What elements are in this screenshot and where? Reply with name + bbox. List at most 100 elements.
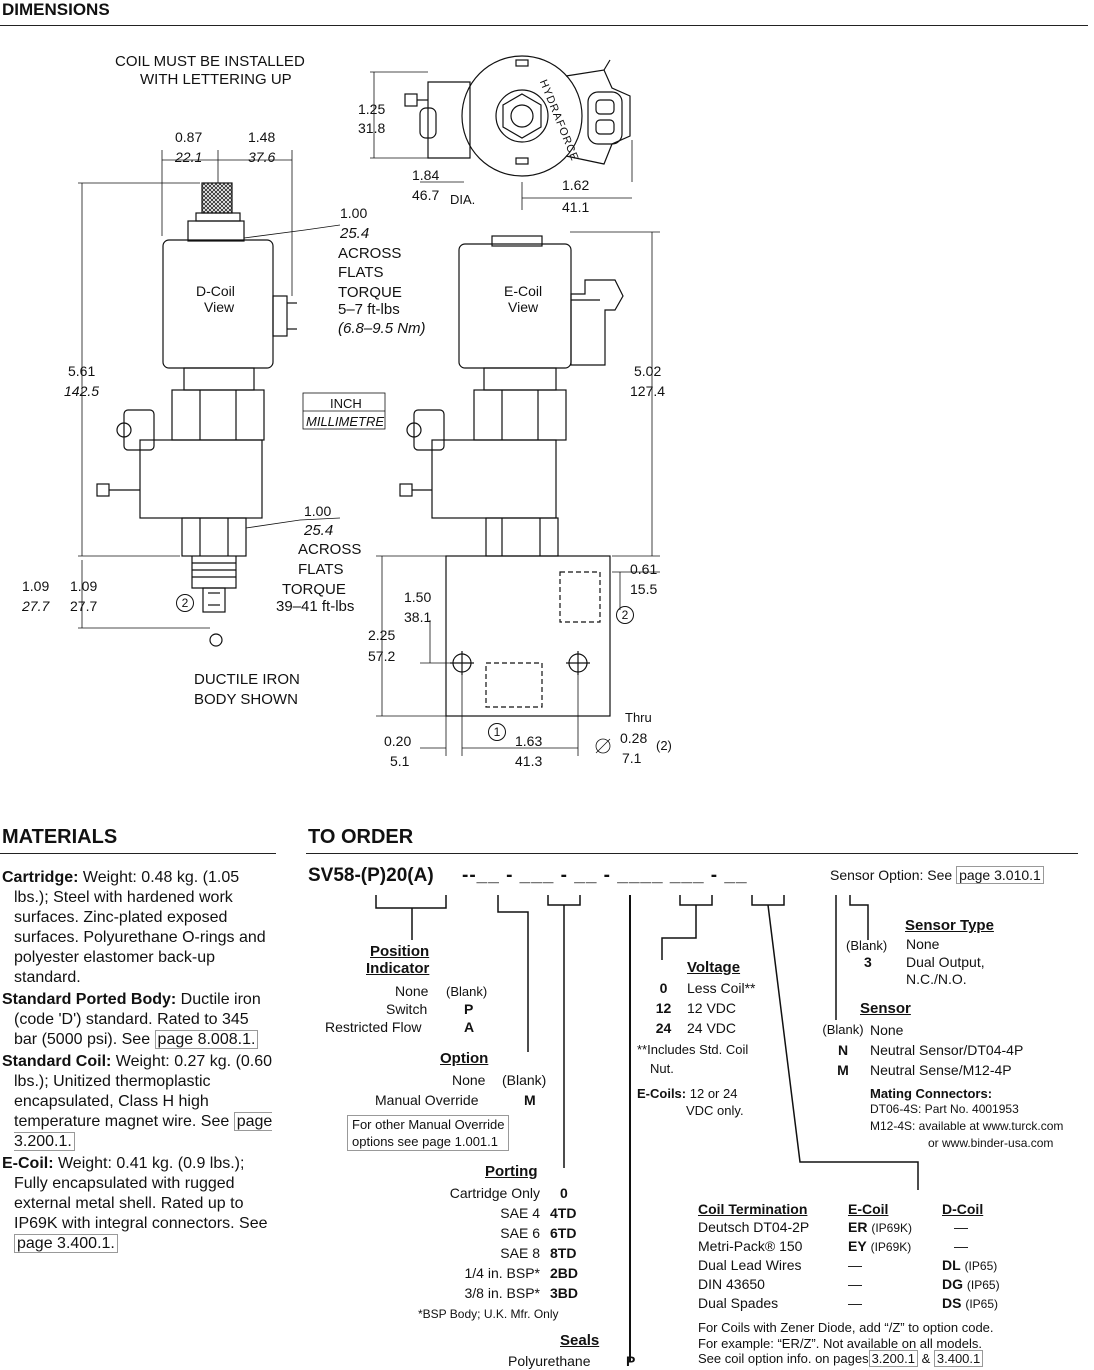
- porting-row: 3/8 in. BSP*3BD: [464, 1285, 579, 1301]
- dim-0-28-mm: 7.1: [622, 750, 642, 766]
- zener-note-2: For example: “ER/Z”. Not available on al…: [698, 1336, 982, 1351]
- materials-body: Standard Ported Body: Ductile iron (code…: [2, 991, 261, 1049]
- dim-0-20-in: 0.20: [384, 733, 412, 749]
- option-manual-code: M: [524, 1092, 536, 1108]
- dim-1-25-mm: 31.8: [358, 120, 386, 136]
- port-1: 1: [488, 723, 506, 741]
- seals-title: Seals: [560, 1332, 600, 1349]
- sensor-type-blank: (Blank): [846, 938, 888, 953]
- dim-1-84-mm: 46.7: [412, 187, 440, 203]
- dim-0-87-mm: 22.1: [175, 149, 203, 165]
- order-rule: [306, 853, 1078, 854]
- dim-1-09b-in: 1.09: [70, 578, 98, 594]
- bottom-torque-value: 39–41 ft-lbs: [276, 598, 355, 615]
- body-note-line1: DUCTILE IRON: [194, 671, 300, 688]
- dim-5-61-in: 5.61: [68, 363, 96, 379]
- units-mm: MILLIMETRE: [306, 414, 385, 429]
- top-torque-label: TORQUE: [338, 284, 402, 301]
- model-code: SV58-(P)20(A): [308, 865, 434, 886]
- voltage-title: Voltage: [687, 959, 741, 976]
- porting-note: *BSP Body; U.K. Mfr. Only: [418, 1307, 559, 1321]
- dim-5-02-mm: 127.4: [630, 383, 666, 399]
- termination-row: Metri-Pack® 150 EY (IP69K) —: [698, 1238, 968, 1254]
- dim-1-84-note: DIA.: [450, 192, 476, 207]
- coil-option-link-2[interactable]: 3.400.1: [933, 1350, 984, 1367]
- bottom-torque-label: TORQUE: [282, 581, 346, 598]
- position-title-1: Position: [370, 943, 430, 960]
- option-none: None: [452, 1072, 486, 1088]
- coil-page-link[interactable]: page 3.200.1.: [14, 1112, 273, 1151]
- position-row-restricted-code: A: [464, 1019, 475, 1035]
- ecoil-page-link[interactable]: page 3.400.1.: [14, 1234, 118, 1253]
- dim-1-62-mm: 41.1: [562, 199, 590, 215]
- top-torque-value: 5–7 ft-lbs: [338, 301, 400, 318]
- sensor-title: Sensor: [860, 1000, 911, 1017]
- voltage-note-2: Nut.: [650, 1061, 674, 1076]
- dim-1-50-mm: 38.1: [404, 609, 432, 625]
- top-flats-mm: 25.4: [340, 225, 370, 242]
- dim-5-02-in: 5.02: [634, 363, 662, 379]
- dim-1-63-in: 1.63: [515, 733, 543, 749]
- coil-note-line2: WITH LETTERING UP: [140, 71, 292, 88]
- bottom-flats-mm: 25.4: [304, 522, 334, 539]
- body-page-link[interactable]: page 8.008.1.: [154, 1030, 259, 1049]
- option-manual: Manual Override: [375, 1092, 479, 1108]
- dim-1-62-in: 1.62: [562, 177, 590, 193]
- top-flats-in: 1.00: [340, 205, 368, 221]
- option-note-box: For other Manual Override options see pa…: [347, 1115, 510, 1151]
- mating-line2: M12-4S: available at www.turck.com: [870, 1119, 1064, 1133]
- option-title: Option: [440, 1050, 489, 1067]
- option-none-code: (Blank): [502, 1072, 547, 1088]
- voltage-ecoils: E-Coils: 12 or 24: [637, 1086, 738, 1101]
- dimensions-rule: [0, 25, 1088, 26]
- dim-1-09a-in: 1.09: [22, 578, 50, 594]
- bottom-flats-label2: FLATS: [298, 561, 344, 578]
- termination-row: Dual Spades — DS (IP65): [698, 1295, 999, 1311]
- units-inch: INCH: [330, 396, 362, 411]
- position-row-switch: Switch: [386, 1001, 428, 1017]
- model-code-tail: --__ - ___ - __ - ____ ___ - __: [462, 865, 748, 886]
- d-coil-label1: D-Coil: [196, 283, 235, 299]
- bottom-flats-in: 1.00: [304, 503, 332, 519]
- termination-header: Coil Termination E-Coil D-Coil: [698, 1201, 984, 1217]
- order-heading: TO ORDER: [308, 826, 414, 848]
- position-row-none-code: (Blank): [446, 984, 488, 999]
- dim-2-25-mm: 57.2: [368, 648, 396, 664]
- position-title-2: Indicator: [366, 960, 430, 977]
- sensor-row: (Blank)None: [822, 1022, 904, 1038]
- position-row-switch-code: P: [464, 1001, 474, 1017]
- position-row-none: None: [395, 983, 429, 999]
- mating-title: Mating Connectors:: [870, 1086, 993, 1101]
- top-torque-metric: (6.8–9.5 Nm): [338, 320, 426, 337]
- dim-1-50-in: 1.50: [404, 589, 432, 605]
- termination-row: DIN 43650 — DG (IP65): [698, 1276, 1000, 1292]
- mating-line1: DT06-4S: Part No. 4001953: [870, 1102, 1019, 1116]
- port-2-right: 2: [616, 606, 634, 624]
- coil-note-line1: COIL MUST BE INSTALLED: [115, 53, 305, 70]
- dim-0-28-thru: Thru: [625, 710, 652, 725]
- materials-ecoil: E-Coil: Weight: 0.41 kg. (0.9 lbs.); Ful…: [2, 1155, 268, 1253]
- sensor-page-link[interactable]: page 3.010.1: [956, 866, 1044, 884]
- dim-0-20-mm: 5.1: [390, 753, 410, 769]
- coil-option-link-1[interactable]: 3.200.1: [868, 1350, 918, 1367]
- dim-5-61-mm: 142.5: [64, 383, 100, 399]
- materials-heading: MATERIALS: [2, 826, 118, 848]
- sensor-type-dual: Dual Output,: [906, 954, 985, 970]
- bottom-flats-label1: ACROSS: [298, 541, 362, 558]
- dim-1-09a-mm: 27.7: [22, 598, 50, 614]
- dimensions-heading: DIMENSIONS: [2, 0, 110, 19]
- sensor-type-none: None: [906, 936, 940, 952]
- port-2-left: 2: [176, 594, 194, 612]
- zener-note-1: For Coils with Zener Diode, add “/Z” to …: [698, 1320, 994, 1335]
- materials-rule: [0, 853, 276, 854]
- sensor-type-ncno: N.C./N.O.: [906, 971, 967, 987]
- sensor-option-text: Sensor Option: See page 3.010.1: [830, 866, 1044, 884]
